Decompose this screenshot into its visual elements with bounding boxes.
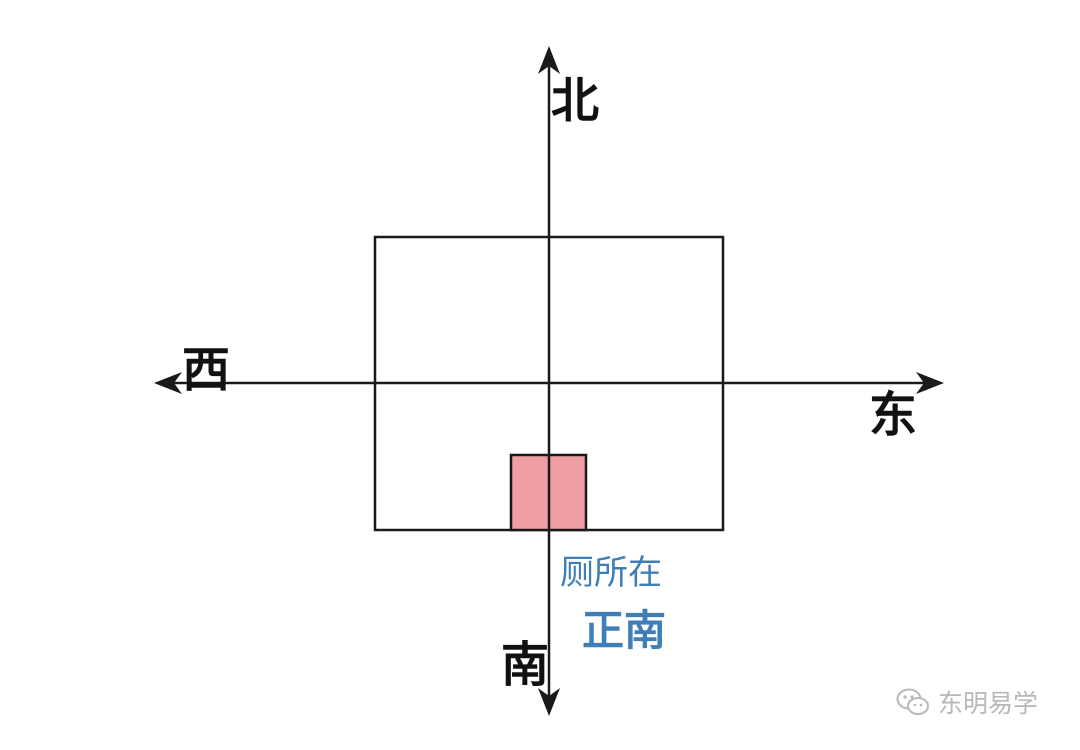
watermark-text: 东明易学 [938, 689, 1039, 718]
watermark: 东明易学 [896, 684, 1038, 720]
south-label: 南 [501, 637, 549, 693]
north-arrowhead [538, 46, 560, 74]
annotation-line2: 正南 [582, 606, 666, 655]
wechat-icon [896, 688, 929, 715]
west-label: 西 [182, 342, 230, 398]
annotation-line1: 厕所在 [560, 553, 662, 593]
east-label: 东 [869, 387, 917, 443]
east-arrowhead [916, 372, 944, 394]
south-arrowhead [538, 688, 560, 716]
north-label: 北 [551, 73, 599, 129]
west-arrowhead [154, 372, 182, 394]
